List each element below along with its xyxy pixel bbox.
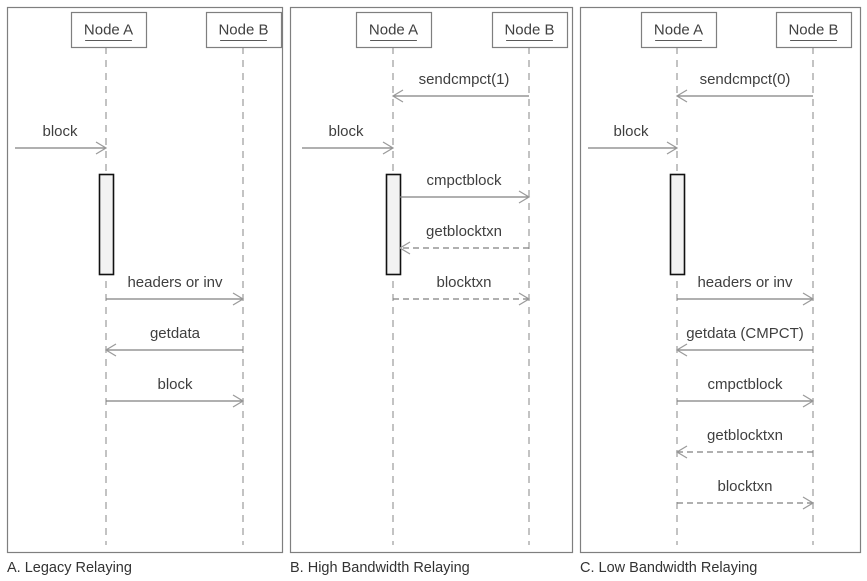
message-label-c-blocktxn: blocktxn [717,478,772,495]
arrow-head-icon-c-blocktxn [802,496,815,510]
message-a-getdata[interactable]: getdata [104,325,243,357]
arrow-head-icon-b-sendcmpct [391,89,404,103]
message-label-c-getdata-cmpct: getdata (CMPCT) [686,325,804,342]
message-label-c-cmpctblock: cmpctblock [707,376,783,393]
participant-label-node-b: Node B [504,21,554,38]
message-b-cmpctblock[interactable]: cmpctblock [400,172,531,204]
message-label-b-cmpctblock: cmpctblock [426,172,502,189]
activation-bar-1 [669,173,686,276]
message-b-sendcmpct[interactable]: sendcmpct(1) [391,71,529,103]
panel-frame [6,6,284,554]
message-label-b-getblocktxn: getblocktxn [426,223,502,240]
message-a-block-in[interactable]: block [15,123,108,155]
message-label-a-getdata: getdata [150,325,201,342]
message-label-c-sendcmpct: sendcmpct(0) [700,71,791,88]
arrow-head-icon-b-getblocktxn [398,241,411,255]
arrow-head-icon-c-headers-or-inv [802,292,815,306]
arrow-head-icon-c-sendcmpct [675,89,688,103]
participant-box-node-b [205,11,283,49]
panel-b: Node A Node B sendcmpct(1) block cmpctblock g… [289,6,574,554]
activation-bar-1 [385,173,402,276]
participant-label-node-a: Node A [369,21,418,38]
participant-label-node-b: Node B [218,21,268,38]
participant-label-node-b: Node B [788,21,838,38]
message-a-block-out[interactable]: block [106,376,245,408]
participant-box-node-b [491,11,569,49]
arrow-head-icon-b-blocktxn [518,292,531,306]
arrow-head-icon-a-headers-or-inv [232,292,245,306]
message-c-headers-or-inv[interactable]: headers or inv [677,274,815,306]
participant-label-node-a: Node A [84,21,133,38]
message-label-b-blocktxn: blocktxn [436,274,491,291]
panel-a: Node A Node B block headers or inv getdata bl… [6,6,284,554]
message-b-getblocktxn[interactable]: getblocktxn [398,223,529,255]
panel-caption-panel-b: B. High Bandwidth Relaying [290,560,470,576]
arrow-head-icon-c-block-in [666,141,679,155]
message-b-blocktxn[interactable]: blocktxn [393,274,531,306]
message-b-block-in[interactable]: block [302,123,395,155]
participant-box-node-a [640,11,718,49]
message-label-a-headers-or-inv: headers or inv [127,274,223,291]
arrow-head-icon-a-getdata [104,343,117,357]
message-c-cmpctblock[interactable]: cmpctblock [677,376,815,408]
message-c-getblocktxn[interactable]: getblocktxn [675,427,813,459]
arrow-head-icon-a-block-out [232,394,245,408]
arrow-head-icon-c-getdata-cmpct [675,343,688,357]
arrow-head-icon-b-block-in [382,141,395,155]
message-label-b-block-in: block [328,123,364,140]
participant-box-node-a [355,11,433,49]
message-c-sendcmpct[interactable]: sendcmpct(0) [675,71,813,103]
message-c-blocktxn[interactable]: blocktxn [677,478,815,510]
panel-frame [579,6,862,554]
message-c-getdata-cmpct[interactable]: getdata (CMPCT) [675,325,813,357]
message-c-block-in[interactable]: block [588,123,679,155]
message-label-a-block-in: block [42,123,78,140]
message-label-a-block-out: block [157,376,193,393]
panel-frame [289,6,574,554]
message-label-c-headers-or-inv: headers or inv [697,274,793,291]
activation-bar-1 [98,173,115,276]
panel-c: Node A Node B sendcmpct(0) block headers or … [579,6,862,554]
arrow-head-icon-c-cmpctblock [802,394,815,408]
participant-box-node-a [70,11,148,49]
participant-box-node-b [775,11,853,49]
message-a-headers-or-inv[interactable]: headers or inv [106,274,245,306]
arrow-head-icon-c-getblocktxn [675,445,688,459]
participant-label-node-a: Node A [654,21,703,38]
message-label-c-getblocktxn: getblocktxn [707,427,783,444]
arrow-head-icon-a-block-in [95,141,108,155]
panel-caption-panel-c: C. Low Bandwidth Relaying [580,560,757,576]
message-label-c-block-in: block [613,123,649,140]
panel-caption-panel-a: A. Legacy Relaying [7,560,132,576]
message-label-b-sendcmpct: sendcmpct(1) [419,71,510,88]
arrow-head-icon-b-cmpctblock [518,190,531,204]
